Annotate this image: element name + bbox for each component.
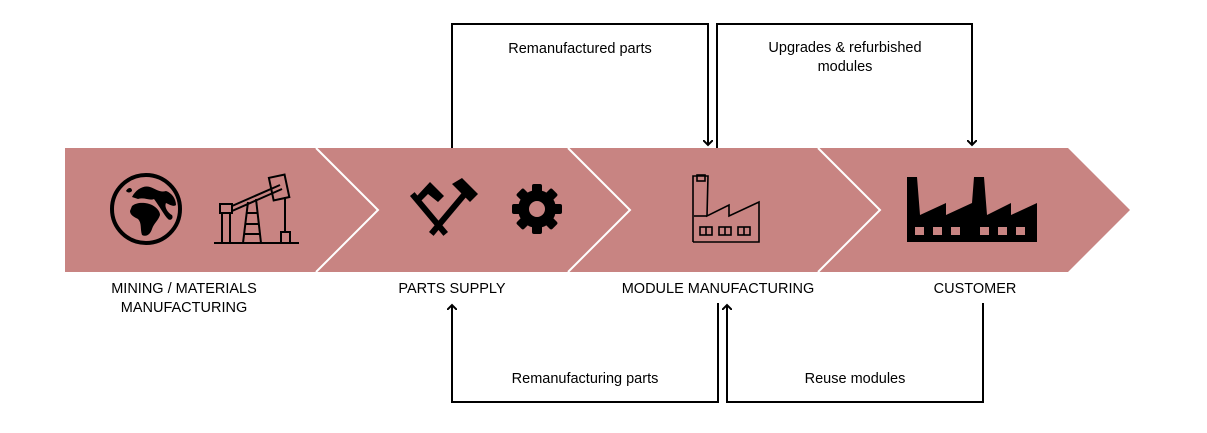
globe-icon [110,173,182,245]
stage-label-line: MANUFACTURING [120,300,248,316]
gear-icon [512,184,562,234]
flow-remanufacturing-parts [452,303,719,403]
flow-upgrades-refurbished [716,23,972,148]
stage-label-line: MODULE MANUFACTURING [621,281,815,297]
hammers-icon [409,178,478,236]
stage-label-module-manufacturing: MODULE MANUFACTURING [600,280,836,299]
flow-reuse-modules [727,303,984,403]
flow-label-line: Reuse modules [804,371,906,387]
stage-label-mining-materials: MINING / MATERIALS MANUFACTURING [90,280,278,318]
stage-label-parts-supply: PARTS SUPPLY [362,280,542,299]
flow-label-line: Upgrades & refurbished [768,40,922,56]
process-band [65,148,1130,272]
stage-label-customer: CUSTOMER [890,280,1060,299]
flow-label-remanufactured-parts: Remanufactured parts [470,40,690,59]
flow-label-line: Remanufactured parts [508,41,652,57]
chevron-separator [817,147,882,273]
oil-pump-icon [214,173,299,244]
chevron-separator [315,147,380,273]
flow-label-reuse-modules: Reuse modules [745,370,965,389]
flow-label-remanufacturing-parts: Remanufacturing parts [475,370,695,389]
flow-label-line: Remanufacturing parts [511,371,659,387]
flow-label-upgrades-refurbished: Upgrades & refurbished modules [735,39,955,77]
flow-label-line: modules [817,59,873,75]
stage-label-line: PARTS SUPPLY [398,281,506,297]
factory-filled-icon [907,177,1037,242]
stage-label-line: MINING / MATERIALS [111,281,257,297]
factory-outline-icon [692,174,760,243]
stage-label-line: CUSTOMER [933,281,1017,297]
flow-remanufactured-parts [451,23,708,148]
chevron-separator [567,147,632,273]
